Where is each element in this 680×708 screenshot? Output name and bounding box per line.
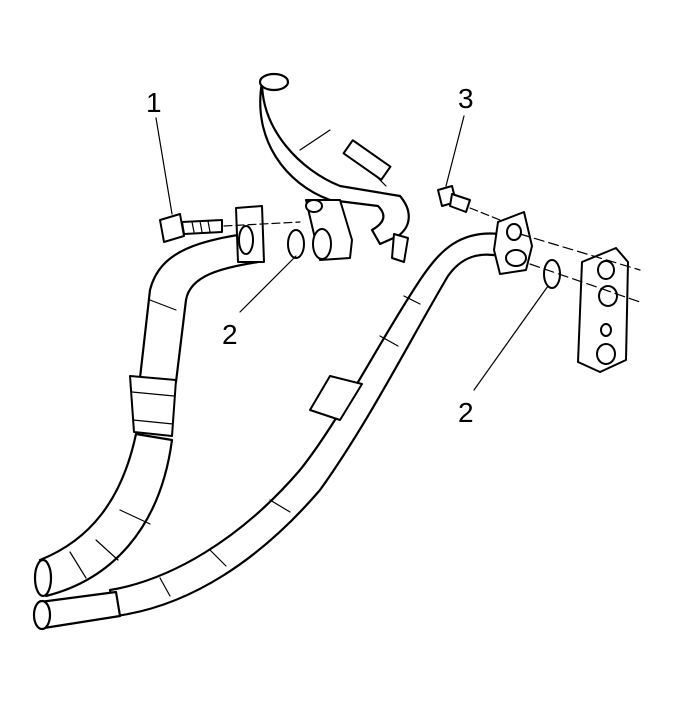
o-ring-right bbox=[543, 259, 561, 289]
callout-label-1: 1 bbox=[146, 87, 162, 118]
suction-hose bbox=[33, 230, 260, 598]
leader-2-left bbox=[239, 255, 297, 313]
o-rings-left bbox=[287, 228, 332, 260]
leader-2-right bbox=[473, 285, 549, 391]
bolt-3 bbox=[437, 185, 501, 221]
callout-label-3: 3 bbox=[458, 83, 474, 114]
leader-3 bbox=[445, 115, 465, 187]
upper-pipe bbox=[258, 72, 410, 263]
right-fitting bbox=[493, 211, 533, 275]
callout-label-2-left: 2 bbox=[222, 319, 238, 350]
discharge-hose bbox=[32, 232, 502, 631]
leader-1 bbox=[155, 117, 173, 215]
callout-leaders bbox=[155, 115, 549, 391]
manifold-block bbox=[519, 233, 641, 373]
bolt-1 bbox=[159, 213, 301, 243]
callout-label-2-right: 2 bbox=[458, 397, 474, 428]
